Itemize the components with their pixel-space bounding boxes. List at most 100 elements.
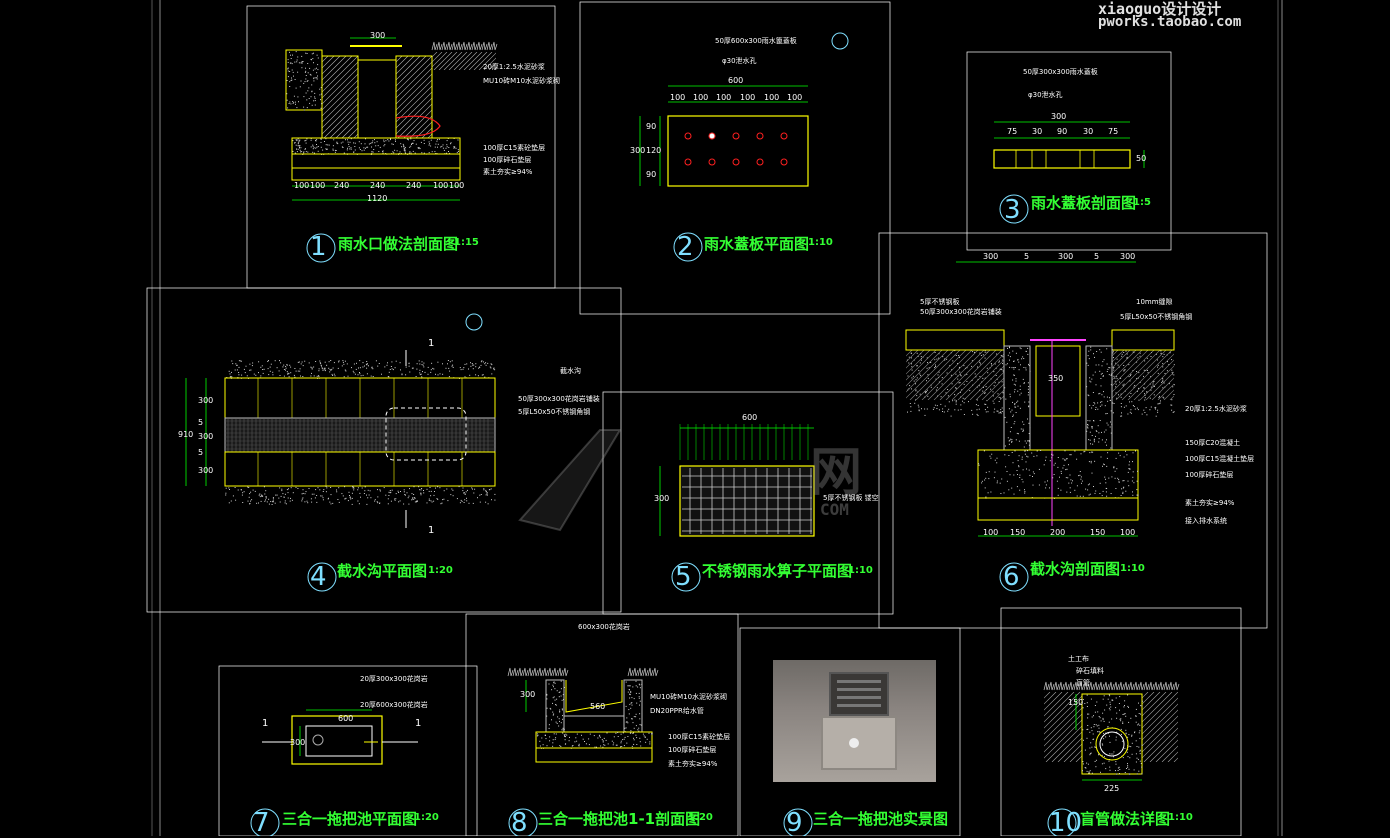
gravel-dot xyxy=(466,497,467,499)
dim-label: 300 xyxy=(654,494,670,503)
gravel-dot xyxy=(912,375,914,377)
gravel-dot xyxy=(357,489,359,491)
gravel-dot xyxy=(347,147,348,149)
gravel-dot xyxy=(260,375,262,377)
gravel-dot xyxy=(983,450,985,452)
gravel-dot xyxy=(1157,366,1158,368)
gravel-dot xyxy=(1099,405,1101,407)
gravel-dot xyxy=(283,364,285,366)
gravel-dot xyxy=(556,690,558,692)
gravel-dot xyxy=(1101,439,1103,441)
hatch-line xyxy=(1063,743,1082,762)
gravel-dot xyxy=(313,493,315,495)
gravel-dot xyxy=(1133,769,1135,771)
gravel-dot xyxy=(394,149,396,151)
gravel-dot xyxy=(354,146,356,147)
gravel-dot xyxy=(1087,725,1089,726)
gravel-dot xyxy=(558,692,560,693)
p1-gravel xyxy=(292,138,459,155)
gravel-dot xyxy=(1144,393,1145,395)
gravel-dot xyxy=(400,143,402,145)
gravel-dot xyxy=(480,364,482,366)
gravel-dot xyxy=(337,499,339,500)
gravel-dot xyxy=(231,360,233,362)
gravel-dot xyxy=(300,147,302,149)
gravel-dot xyxy=(1090,460,1092,462)
hatch-line xyxy=(415,121,432,138)
gravel-dot xyxy=(426,502,428,504)
gravel-dot xyxy=(364,490,366,492)
gravel-dot xyxy=(1021,456,1023,458)
gravel-dot xyxy=(345,139,346,141)
panel-1-circle xyxy=(306,233,336,263)
gravel-dot xyxy=(1090,462,1092,464)
gravel-dot xyxy=(442,144,444,146)
hatch-line xyxy=(396,85,432,123)
gravel-dot xyxy=(347,139,348,141)
gravel-dot xyxy=(1032,471,1034,473)
gravel-dot xyxy=(1059,476,1060,478)
gravel-dot xyxy=(430,371,432,373)
gravel-dot xyxy=(546,694,548,696)
gravel-dot xyxy=(297,488,299,489)
gravel-dot xyxy=(1155,415,1157,417)
gravel-dot xyxy=(985,411,987,413)
gravel-dot xyxy=(228,487,230,489)
gravel-dot xyxy=(296,140,298,142)
gravel-dot xyxy=(273,500,274,502)
gravel-dot xyxy=(276,367,278,369)
gravel-dot xyxy=(1016,401,1018,403)
gravel-dot xyxy=(225,492,227,494)
gravel-dot xyxy=(468,502,470,504)
p2-drain-hole xyxy=(756,132,764,140)
gravel-dot xyxy=(1105,768,1107,770)
gravel-dot xyxy=(1130,393,1132,394)
gravel-dot xyxy=(356,362,357,364)
gravel-dot xyxy=(1124,747,1126,749)
gravel-dot xyxy=(1133,386,1135,388)
gravel-dot xyxy=(353,372,355,374)
gravel-dot xyxy=(452,495,454,497)
gravel-dot xyxy=(457,149,459,151)
hatch-line xyxy=(1142,697,1178,735)
gravel-dot xyxy=(1104,441,1106,443)
gravel-dot xyxy=(1014,391,1015,393)
gravel-dot xyxy=(1027,418,1028,420)
gravel-dot xyxy=(336,489,337,491)
gravel-dot xyxy=(1109,709,1111,711)
gravel-dot xyxy=(415,376,417,377)
hatch-line xyxy=(1044,692,1045,693)
panel-1-number: 1 xyxy=(310,232,327,262)
gravel-dot xyxy=(1008,455,1010,456)
gravel-dot xyxy=(325,138,327,140)
gravel-dot xyxy=(294,142,295,144)
gravel-dot xyxy=(313,77,315,79)
gravel-dot xyxy=(411,367,413,369)
gravel-dot xyxy=(1141,773,1143,775)
gravel-dot xyxy=(399,362,401,364)
gravel-dot xyxy=(310,366,312,368)
gravel-dot xyxy=(293,95,295,97)
gravel-dot xyxy=(1019,394,1021,396)
gravel-dot xyxy=(291,79,293,81)
p2-drain-hole xyxy=(732,158,740,166)
grass-blade xyxy=(562,667,569,677)
gravel-dot xyxy=(1136,378,1138,379)
note-label: 600x300花岗岩 xyxy=(578,623,630,631)
gravel-dot xyxy=(471,363,473,364)
gravel-dot xyxy=(304,81,306,83)
gravel-dot xyxy=(986,351,988,353)
gravel-dot xyxy=(637,686,639,688)
gravel-dot xyxy=(299,368,301,370)
gravel-dot xyxy=(1134,732,1135,734)
gravel-dot xyxy=(299,145,301,147)
gravel-dot xyxy=(569,736,570,738)
gravel-dot xyxy=(1079,471,1081,472)
gravel-dot xyxy=(487,503,489,505)
gravel-dot xyxy=(1138,770,1140,772)
p10-right-soil xyxy=(1142,692,1178,762)
gravel-dot xyxy=(633,739,635,741)
gravel-dot xyxy=(283,496,285,498)
gravel-dot xyxy=(999,412,1001,414)
gravel-dot xyxy=(1116,376,1118,378)
